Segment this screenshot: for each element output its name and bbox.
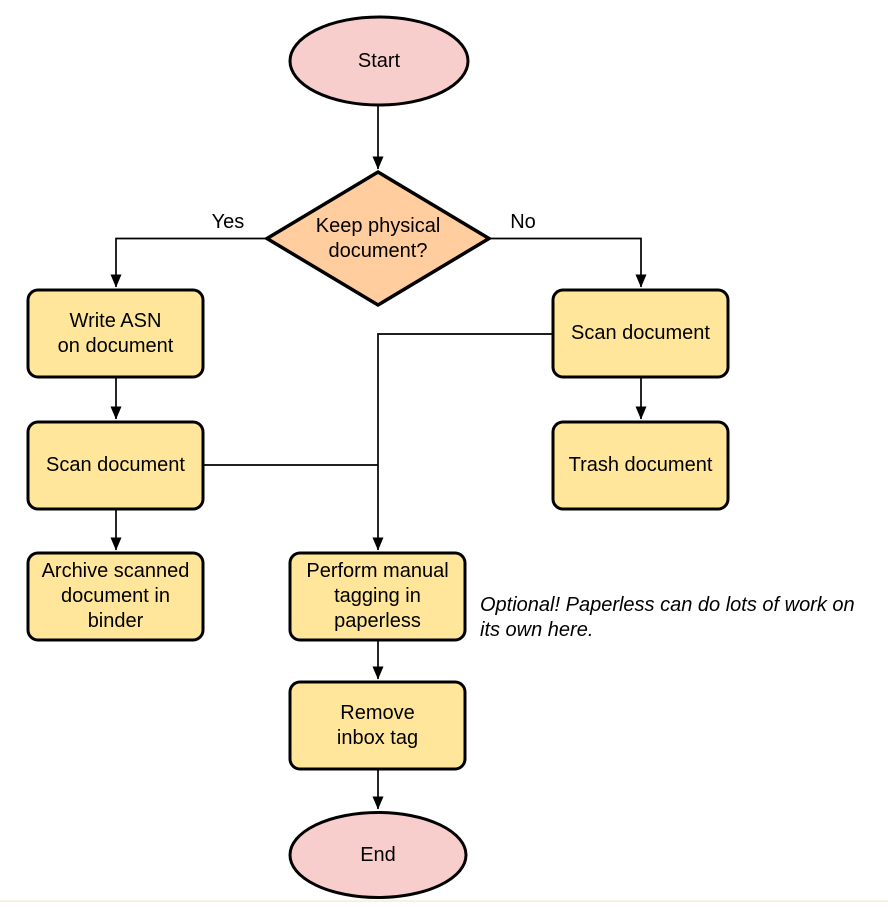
optional-note-line1: Optional! Paperless can do lots of work … (480, 594, 855, 616)
scan-left-process-shape (26, 420, 205, 511)
end-terminator-shape (288, 811, 468, 899)
trash-process-shape (551, 420, 730, 511)
edge-label-yes: Yes (211, 211, 245, 233)
scan-right-process-shape (551, 288, 730, 379)
write-asn-process-shape (26, 288, 205, 379)
edge-decision-no-to-scan-right (489, 237, 647, 288)
optional-note: Optional! Paperless can do lots of work … (480, 593, 888, 643)
tagging-process-shape (288, 551, 467, 642)
edge-scan-right-to-tagging (372, 333, 553, 551)
remove-inbox-process-shape (288, 680, 467, 771)
edge-decision-yes-to-write-asn (110, 237, 267, 288)
archive-process-shape (26, 551, 205, 642)
page-bottom-edge (0, 900, 888, 902)
edge-label-no: No (510, 211, 536, 233)
decision-diamond-shape (263, 169, 493, 308)
optional-note-line2: its own here. (480, 619, 594, 641)
start-terminator-shape (288, 15, 470, 107)
